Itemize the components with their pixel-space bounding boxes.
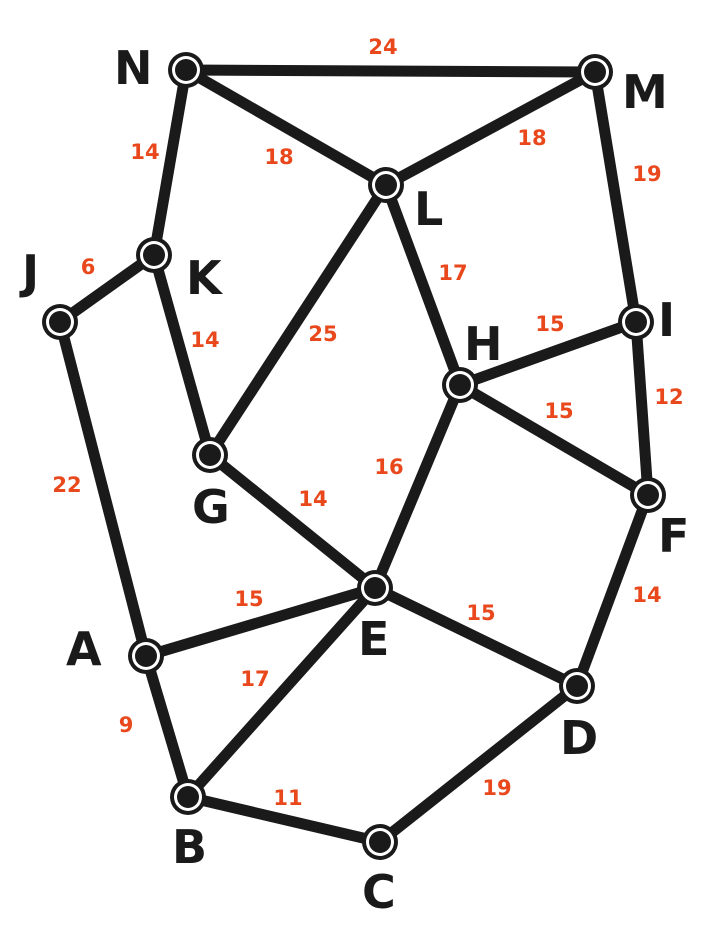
node-label-I: I <box>658 293 675 347</box>
nodes-layer <box>42 52 666 860</box>
edge-B-C <box>182 791 386 848</box>
edge-weight-N-K: 14 <box>130 140 159 164</box>
node-label-H: H <box>464 317 503 371</box>
edge-I-F <box>630 316 654 501</box>
node-label-D: D <box>560 711 598 765</box>
edge-weight-C-D: 19 <box>482 776 511 800</box>
edge-N-K <box>148 64 192 261</box>
edge-weight-J-A: 22 <box>52 473 81 497</box>
node-label-N: N <box>114 41 153 95</box>
node-E[interactable] <box>357 570 393 606</box>
node-M[interactable] <box>577 54 613 90</box>
node-inner-dot <box>369 831 391 853</box>
edge-weight-E-D: 15 <box>466 601 495 625</box>
node-inner-dot <box>49 311 71 333</box>
edge-A-E <box>140 582 381 662</box>
edge-C-D <box>374 680 583 848</box>
node-C[interactable] <box>362 824 398 860</box>
node-inner-dot <box>566 675 588 697</box>
node-inner-dot <box>177 786 199 808</box>
node-inner-dot <box>375 174 397 196</box>
weights-layer: 24 18 18 14 19 6 17 25 14 15 12 15 22 16 14 15 15 14 17 9 11… <box>52 35 683 810</box>
edge-weight-M-L: 18 <box>517 126 546 150</box>
edge-weight-N-M: 24 <box>368 35 397 59</box>
edge-E-D <box>369 582 583 692</box>
edge-L-G <box>204 179 392 461</box>
edge-weight-M-I: 19 <box>632 162 661 186</box>
node-label-J: J <box>19 245 39 299</box>
node-H[interactable] <box>442 367 478 403</box>
edge-M-L <box>380 66 601 191</box>
node-inner-dot <box>584 61 606 83</box>
edges-layer <box>54 64 654 848</box>
edge-weight-H-E: 16 <box>374 455 403 479</box>
edge-weight-G-E: 14 <box>298 487 327 511</box>
node-label-K: K <box>186 251 224 305</box>
node-label-A: A <box>66 622 102 676</box>
node-inner-dot <box>449 374 471 396</box>
edge-weight-L-H: 17 <box>438 261 467 285</box>
node-label-M: M <box>622 65 668 119</box>
node-N[interactable] <box>168 52 204 88</box>
edge-J-A <box>54 316 152 662</box>
edge-J-K <box>54 249 160 328</box>
node-inner-dot <box>364 577 386 599</box>
edge-A-B <box>140 650 194 803</box>
node-label-E: E <box>358 612 389 666</box>
edge-weight-A-B: 9 <box>119 713 134 737</box>
node-label-B: B <box>172 820 207 874</box>
edge-F-D <box>571 489 654 692</box>
node-inner-dot <box>637 484 659 506</box>
edge-weight-J-K: 6 <box>81 255 96 279</box>
node-J[interactable] <box>42 304 78 340</box>
node-inner-dot <box>175 59 197 81</box>
node-D[interactable] <box>559 668 595 704</box>
edge-weight-L-G: 25 <box>308 322 337 346</box>
edge-H-F <box>454 379 654 501</box>
edge-weight-H-I: 15 <box>535 312 564 336</box>
node-label-F: F <box>658 509 689 563</box>
edge-weight-H-F: 15 <box>544 399 573 423</box>
edge-weight-B-E: 17 <box>240 667 269 691</box>
node-inner-dot <box>135 645 157 667</box>
edge-weight-F-D: 14 <box>632 583 661 607</box>
edge-weight-A-E: 15 <box>234 587 263 611</box>
node-inner-dot <box>625 311 647 333</box>
edge-weight-B-C: 11 <box>273 786 302 810</box>
edge-N-M <box>180 64 601 78</box>
edge-L-H <box>380 179 466 391</box>
node-label-C: C <box>362 865 396 919</box>
edge-H-I <box>454 316 642 391</box>
node-inner-dot <box>199 444 221 466</box>
node-label-L: L <box>414 182 443 236</box>
node-F[interactable] <box>630 477 666 513</box>
edge-weight-N-L: 18 <box>264 145 293 169</box>
node-L[interactable] <box>368 167 404 203</box>
node-G[interactable] <box>192 437 228 473</box>
edge-M-I <box>589 66 642 328</box>
edge-H-E <box>369 379 466 594</box>
node-K[interactable] <box>136 237 172 273</box>
edge-K-G <box>148 249 216 461</box>
edge-G-E <box>204 449 381 594</box>
node-label-G: G <box>192 480 230 534</box>
node-labels-layer: N M L K J I H G F E A D B C <box>19 41 689 919</box>
node-I[interactable] <box>618 304 654 340</box>
edge-weight-I-F: 12 <box>654 385 683 409</box>
edge-B-E <box>182 582 381 803</box>
node-inner-dot <box>143 244 165 266</box>
node-A[interactable] <box>128 638 164 674</box>
edge-weight-K-G: 14 <box>190 328 219 352</box>
edge-N-L <box>180 64 392 191</box>
node-B[interactable] <box>170 779 206 815</box>
